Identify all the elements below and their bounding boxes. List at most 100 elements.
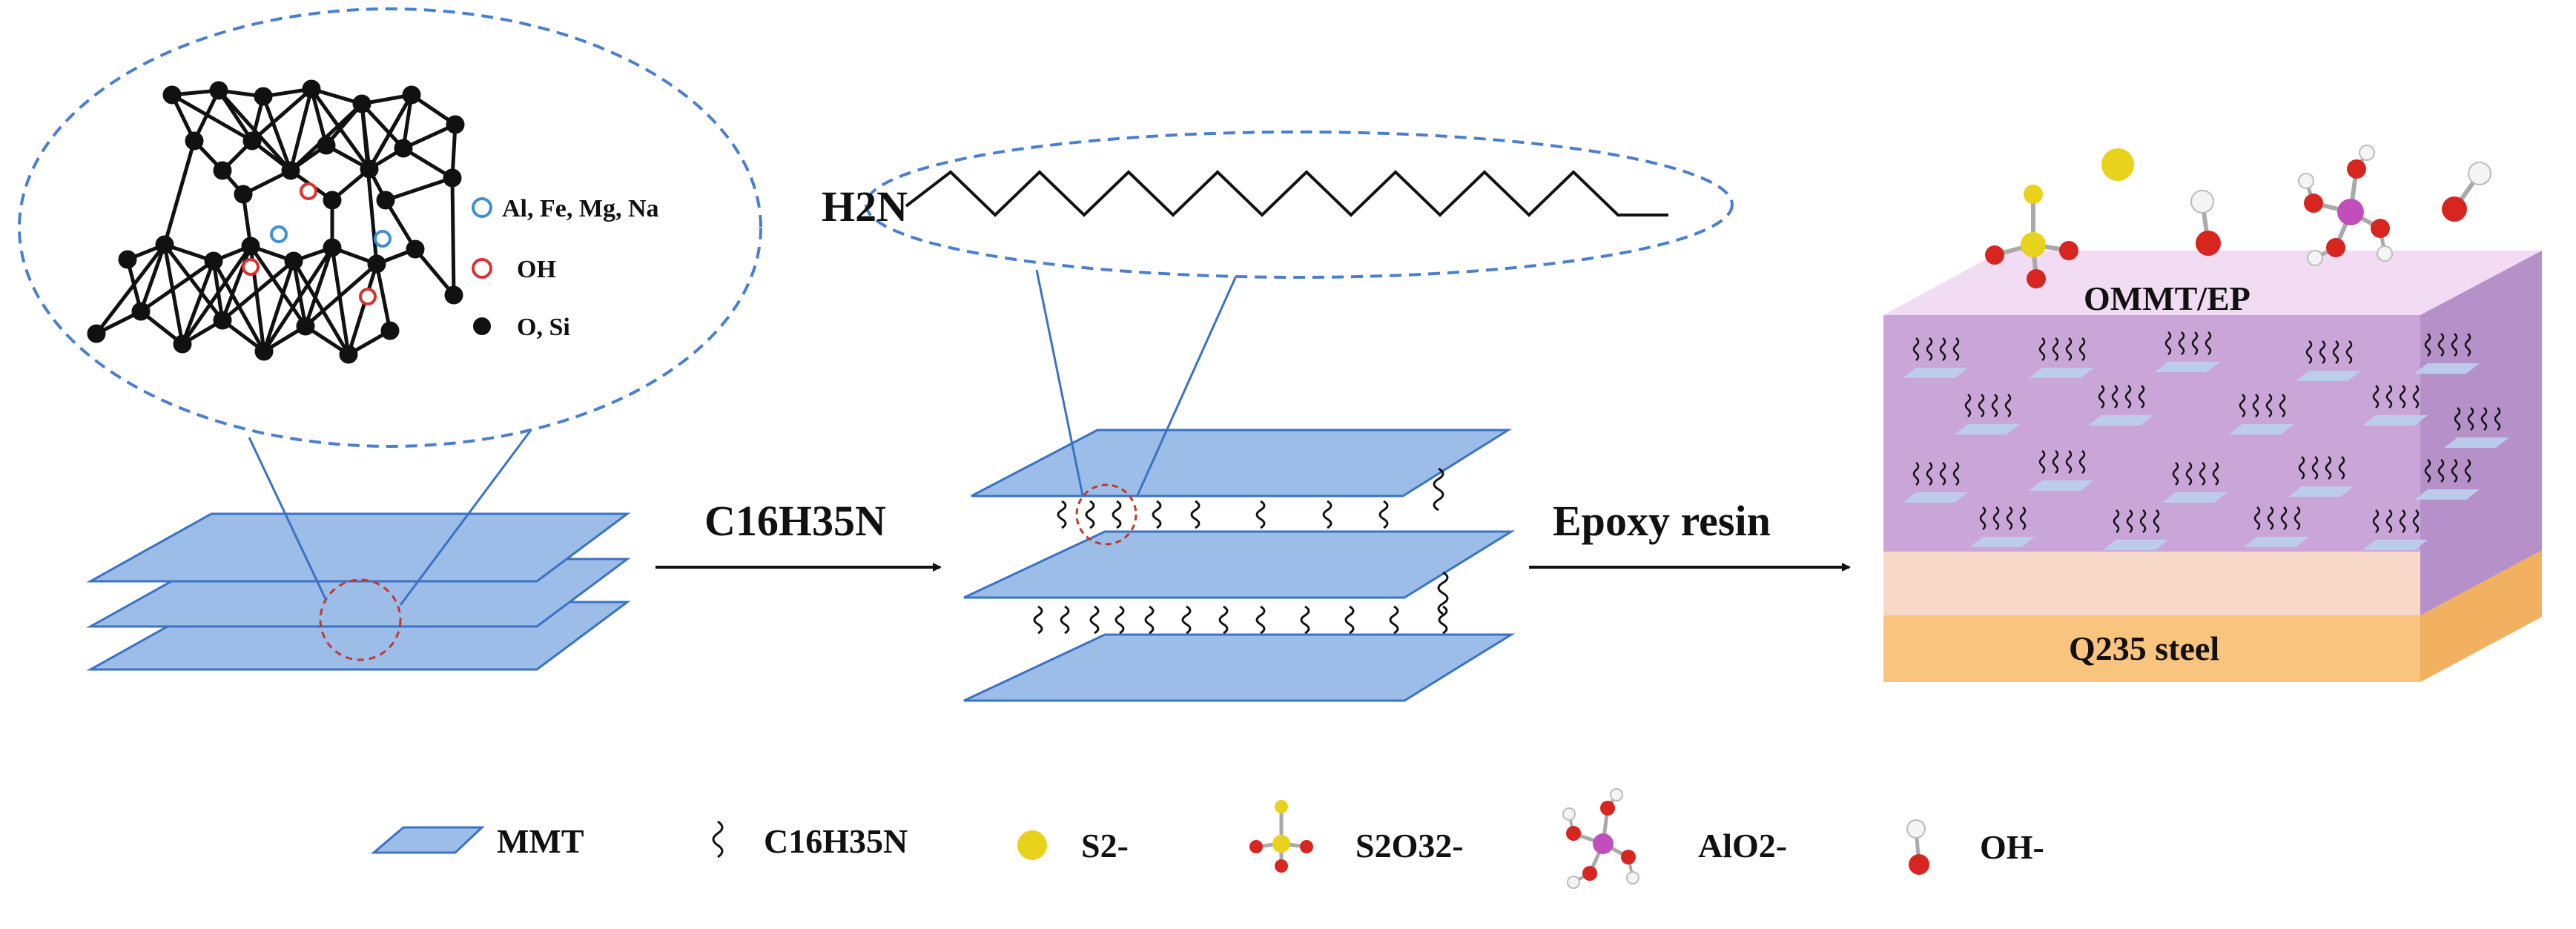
- mmt-sheet: [86, 512, 631, 583]
- alkyl-chain: [1389, 605, 1399, 635]
- structure-inset-ellipse: [18, 7, 762, 448]
- alkyl-chain: [1378, 500, 1389, 529]
- alkyl-chain: [1060, 605, 1070, 635]
- alkyl-chain: [1152, 500, 1162, 529]
- legend-label: C16H35N: [764, 822, 908, 860]
- ommt-platelet: [2362, 509, 2428, 550]
- thiosulfate-ion: [1985, 185, 2078, 288]
- alkyl-chain: [1114, 605, 1125, 635]
- amine-inset: H2N: [822, 130, 1734, 279]
- hollow-red-circle-icon: [472, 258, 492, 279]
- structure-legend: Al, Fe, Mg, Na OH O, Si: [472, 195, 659, 341]
- legend-item-aluminate: AlO2-: [1562, 788, 1787, 889]
- sulfide-ion-icon: [1017, 830, 1047, 860]
- mmt-stack-middle: [963, 269, 1516, 702]
- alkyl-chain: [1112, 500, 1122, 529]
- aluminate-ion-icon: [1562, 788, 1639, 889]
- amine-inset-ellipse: [865, 130, 1734, 279]
- alkyl-chain-skeleton: [905, 170, 1668, 217]
- ommt-platelet: [2288, 456, 2354, 497]
- guide-line: [1035, 269, 1084, 496]
- structure-legend-label: OH: [517, 256, 556, 283]
- legend-label: OH-: [1980, 828, 2044, 866]
- alkyl-chain: [1144, 605, 1155, 635]
- legend-item-chain: C16H35N: [712, 820, 908, 860]
- al-atom: [270, 225, 288, 243]
- arrow-step-1: C16H35N: [655, 497, 942, 572]
- solid-black-circle-icon: [473, 317, 491, 335]
- legend-item-sulfide: S2-: [1017, 827, 1129, 864]
- steel-label: Q235 steel: [2069, 629, 2219, 667]
- ommt-platelet: [2155, 331, 2220, 372]
- coating-label: OMMT/EP: [2084, 280, 2250, 317]
- hydroxide-ion-icon: [1906, 819, 1929, 875]
- ommt-platelet: [1969, 506, 2035, 547]
- steel-interface: [1883, 550, 2542, 615]
- coating-block: OMMT/EP Q235 steel: [1883, 251, 2542, 682]
- alkyl-chain: [1218, 605, 1229, 635]
- alkyl-chain: [1255, 605, 1266, 635]
- ommt-platelet: [1903, 462, 1968, 503]
- oh-atom: [242, 258, 260, 276]
- alkyl-chain: [1344, 605, 1355, 635]
- alkyl-chain-icon: [712, 820, 724, 859]
- thiosulfate-ion-icon: [1249, 800, 1313, 873]
- alkyl-chain: [1057, 500, 1067, 529]
- oh-atom: [359, 288, 377, 305]
- arrow-label: Epoxy resin: [1553, 497, 1771, 545]
- legend-item-mmt: MMT: [370, 822, 584, 860]
- structure-inset: Al, Fe, Mg, Na OH O, Si: [18, 7, 762, 448]
- legend-label: AlO2-: [1698, 827, 1787, 864]
- al-atom: [374, 230, 392, 248]
- alkyl-chain: [1322, 500, 1332, 529]
- ommt-platelet: [2029, 337, 2094, 378]
- ommt-platelet: [2229, 394, 2294, 434]
- hydroxide-ion: [2190, 190, 2221, 256]
- structure-legend-label: Al, Fe, Mg, Na: [502, 195, 659, 222]
- ommt-platelet: [1903, 337, 1968, 378]
- guide-line: [399, 429, 532, 606]
- amine-group-label: H2N: [822, 182, 908, 231]
- hydroxide-ion: [2442, 162, 2491, 222]
- alkyl-chain: [1438, 605, 1448, 635]
- ommt-platelet: [2362, 385, 2428, 426]
- alkyl-chain: [1437, 571, 1449, 615]
- steel-front: [1883, 615, 2420, 682]
- alkyl-chain: [1085, 500, 1095, 529]
- alkyl-chain: [1190, 500, 1201, 529]
- mmt-sheet: [971, 429, 1513, 497]
- ommt-platelet: [2296, 340, 2361, 381]
- ommt-platelet: [2162, 462, 2227, 503]
- ommt-platelet: [2029, 450, 2094, 491]
- arrow-step-2: Epoxy resin: [1529, 497, 1851, 572]
- dispersed-ommt: [1903, 331, 2509, 550]
- sulfide-ion: [2101, 148, 2134, 181]
- guide-line: [1136, 274, 1238, 496]
- ommt-platelet: [2444, 407, 2509, 448]
- intercalated-chains: [1033, 467, 1449, 635]
- bottom-legend: MMT C16H35N S2- S2O32-: [370, 788, 2044, 889]
- ommt-platelet: [2103, 509, 2168, 550]
- alkyl-chain: [1433, 467, 1444, 512]
- ommt-platelet: [2414, 333, 2480, 374]
- alkyl-chain: [1089, 605, 1100, 635]
- alkyl-chain: [1181, 605, 1192, 635]
- mmt-sheet-icon: [370, 826, 485, 854]
- legend-label: MMT: [497, 822, 584, 860]
- mmt-sheet: [963, 633, 1516, 702]
- corrosive-ions: [1985, 145, 2491, 288]
- coating-side-face: [2420, 251, 2542, 615]
- alkyl-chain: [1255, 500, 1266, 529]
- mmt-stack-left: [86, 429, 631, 671]
- alkyl-chain: [1033, 605, 1043, 635]
- ommt-platelet: [2414, 459, 2480, 500]
- crystal-lattice: [87, 79, 465, 364]
- legend-item-hydroxide: OH-: [1906, 819, 2044, 875]
- mmt-sheet: [963, 530, 1516, 599]
- ommt-platelet: [2088, 385, 2153, 426]
- legend-label: S2-: [1081, 827, 1129, 864]
- oh-atom: [300, 182, 317, 200]
- alkyl-chain: [1300, 605, 1310, 635]
